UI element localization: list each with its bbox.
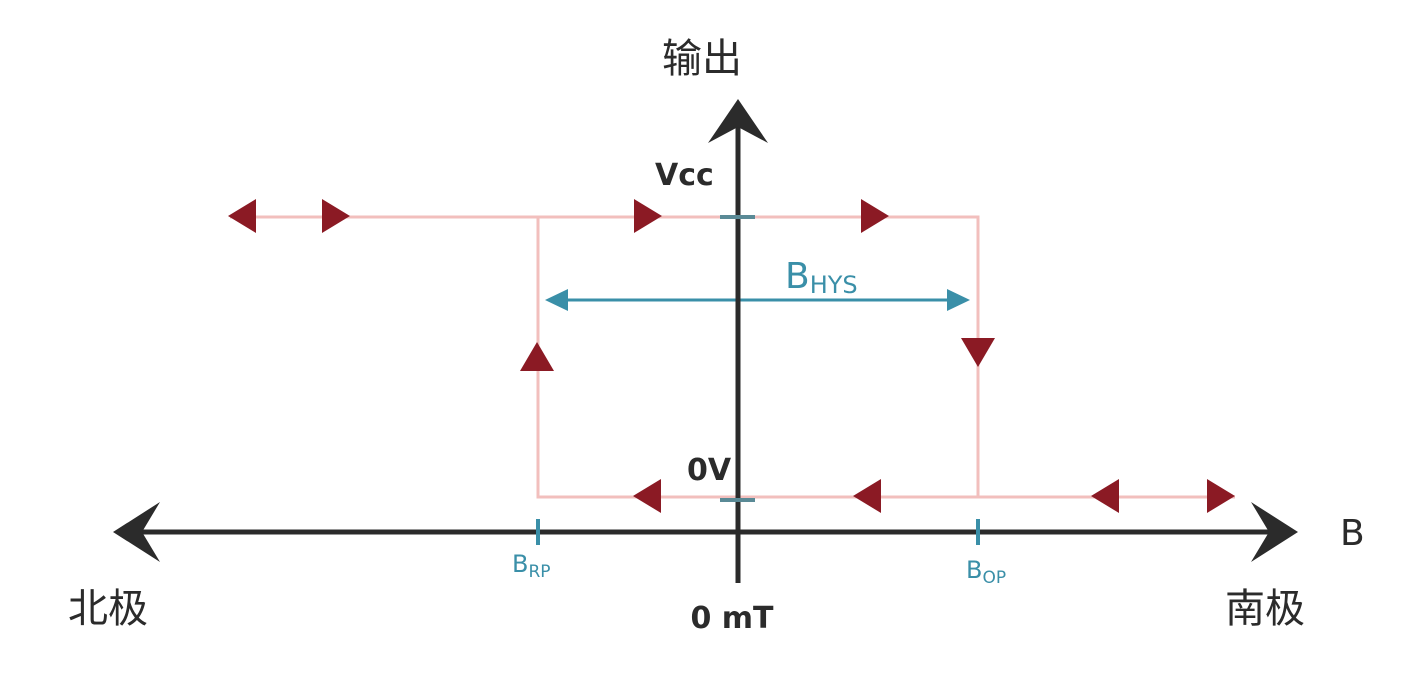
y-axis-label: 输出 — [662, 36, 742, 82]
y-axis-arrowhead — [708, 99, 768, 143]
arrow-left-upper — [228, 199, 256, 233]
high-output-line — [230, 215, 980, 497]
x-axis-label: B — [1340, 513, 1365, 554]
south-pole-label: 南极 — [1225, 586, 1305, 632]
arrow-right-upper-1 — [322, 199, 350, 233]
brp-label: BRP — [512, 550, 551, 582]
low-output-line — [536, 217, 1235, 499]
x-axis-right-arrowhead — [1251, 502, 1298, 562]
bop-label: BOP — [966, 556, 1006, 588]
arrow-right-upper-3 — [861, 199, 889, 233]
hys-arrowhead-right — [947, 289, 970, 311]
tick-marks — [536, 215, 980, 545]
arrow-left-lower-1 — [633, 479, 661, 513]
origin-label: 0 mT — [690, 601, 774, 636]
arrow-up-brp — [520, 342, 554, 371]
arrow-left-lower-2 — [853, 479, 881, 513]
north-pole-label: 北极 — [68, 586, 148, 632]
direction-arrows — [228, 199, 1235, 513]
bhys-label: BHYS — [785, 256, 858, 299]
arrow-left-lower-3 — [1091, 479, 1119, 513]
zero-v-label: 0V — [687, 453, 732, 488]
hys-arrowhead-left — [545, 289, 568, 311]
hysteresis-curve — [230, 215, 1235, 499]
hysteresis-indicator — [545, 289, 970, 311]
arrow-right-lower — [1207, 479, 1235, 513]
vcc-label: Vcc — [655, 158, 714, 193]
axes — [113, 99, 1298, 583]
arrow-right-upper-2 — [634, 199, 662, 233]
x-axis-left-arrowhead — [113, 502, 160, 562]
arrow-down-bop — [961, 338, 995, 367]
